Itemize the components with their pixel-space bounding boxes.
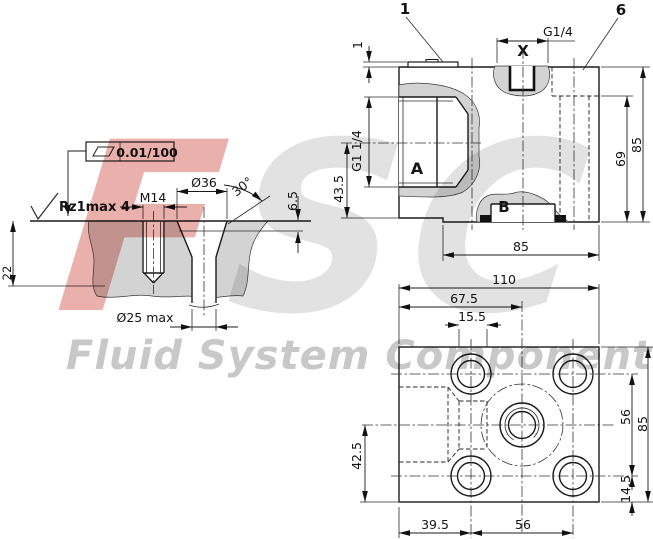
section-material xyxy=(88,220,269,299)
dim-side-width: 85 xyxy=(513,239,529,254)
dim-hole-spacing-x: 56 xyxy=(515,517,531,532)
port-b-label: B xyxy=(498,198,509,216)
callout-item-1: 1 xyxy=(400,0,410,18)
dim-center-x: 67.5 xyxy=(450,291,478,306)
dim-csk-depth: 6.5 xyxy=(285,191,300,211)
dim-thread-depth: 22 xyxy=(0,266,14,281)
flatness-icon xyxy=(92,146,115,157)
dim-port-width: 15.5 xyxy=(458,309,486,324)
top-view: 110 67.5 15.5 42.5 56 85 14.5 39.5 56 xyxy=(349,272,653,538)
callout-item-6: 6 xyxy=(616,1,626,19)
dim-hole-edge-x: 39.5 xyxy=(421,517,449,532)
dim-csk-angle: 30° xyxy=(229,174,256,199)
mounting-hole xyxy=(450,353,492,395)
dim-top-width: 110 xyxy=(492,272,516,287)
dim-top-height: 85 xyxy=(635,416,650,432)
mounting-hole xyxy=(552,455,594,497)
dim-bore-diameter: Ø25 max xyxy=(117,310,174,325)
top-view-body xyxy=(398,346,600,503)
dim-hole-spacing-y: 56 xyxy=(618,409,633,425)
nameplate xyxy=(407,61,459,68)
dim-plate-thickness: 1 xyxy=(350,41,365,49)
dim-hole-edge-y: 14.5 xyxy=(618,475,633,503)
dim-csk-diameter: Ø36 xyxy=(191,175,217,190)
center-port-b xyxy=(480,383,564,467)
roughness-icon xyxy=(30,192,59,221)
mounting-hole xyxy=(450,455,492,497)
dim-thread-size: M14 xyxy=(140,190,167,205)
dim-center-y: 42.5 xyxy=(349,442,364,470)
dim-port-a-height: 43.5 xyxy=(331,175,346,203)
dim-side-height: 85 xyxy=(629,137,644,153)
dim-port-a-thread: G1 1/4 xyxy=(349,130,364,172)
flatness-tolerance-callout: 0.01/100 xyxy=(65,141,178,217)
side-view: A X B 1 6 1 G1/4 xyxy=(331,0,650,261)
port-a-label: A xyxy=(411,159,424,178)
dim-step-height: 69 xyxy=(613,151,628,167)
flatness-value: 0.01/100 xyxy=(116,145,178,160)
mounting-hole xyxy=(552,353,594,395)
dim-port-x-thread: G1/4 xyxy=(543,24,573,39)
roughness-callout: Rz1max 4 xyxy=(30,192,130,221)
roughness-value: Rz1max 4 xyxy=(59,200,130,215)
section-view-mounting-holes: 0.01/100 Rz1max 4 22 M14 Ø36 30° 6.5 xyxy=(0,141,311,331)
